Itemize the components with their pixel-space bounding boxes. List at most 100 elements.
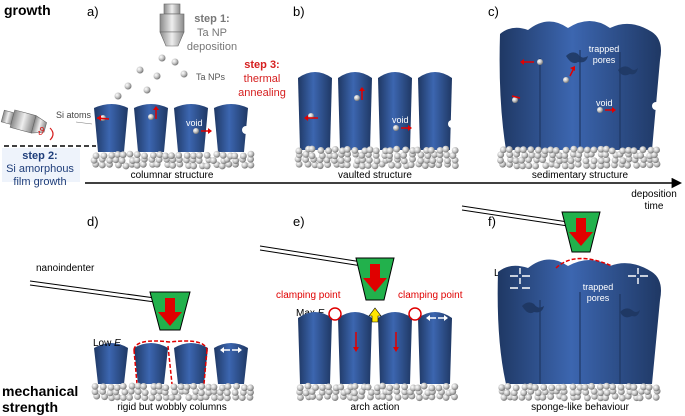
substrate-particle (652, 393, 660, 401)
substrate-particle (101, 393, 108, 401)
substrate-particle (141, 389, 149, 397)
substrate-particle (195, 157, 203, 164)
panel-d-letter: d) (87, 214, 99, 229)
substrate-particle (583, 394, 591, 402)
substrate-particle (247, 150, 255, 158)
panel-b-substrate (294, 145, 459, 170)
substrate-particle (556, 152, 563, 159)
substrate-particle (401, 388, 409, 396)
step3-title: step 3: (244, 59, 279, 71)
substrate-particle (368, 388, 375, 396)
panel-f-trapped-pores-2: pores (587, 293, 610, 303)
substrate-particle (503, 389, 511, 397)
substrate-particle (198, 383, 206, 390)
substrate-particle (177, 383, 185, 391)
substrate-particle (647, 146, 655, 154)
substrate-particle (119, 382, 127, 390)
substrate-particle (91, 382, 99, 390)
substrate-particle (541, 147, 549, 155)
panel-f-columns (497, 257, 661, 384)
panel-f-substrate (498, 382, 661, 402)
panel-c-void-label: void (596, 98, 613, 108)
substrate-particle (436, 146, 444, 154)
substrate-particle (325, 147, 333, 155)
substrate-particle (617, 383, 625, 391)
substrate-particle (213, 150, 221, 158)
substrate-particle (217, 394, 224, 401)
substrate-particle (388, 161, 396, 169)
substrate-particle (185, 394, 193, 401)
substrate-particle (451, 162, 459, 169)
substrate-particle (588, 382, 595, 390)
substrate-particle (141, 152, 148, 160)
si-atoms-label: Si atoms (56, 110, 92, 120)
substrate-particle (427, 146, 435, 154)
substrate-particle (520, 389, 528, 397)
substrate-particle (385, 394, 393, 402)
substrate-particle (133, 161, 141, 169)
substrate-particle (527, 146, 535, 154)
substrate-particle (531, 384, 539, 391)
panel-a-columns (94, 104, 250, 152)
substrate-particle (521, 383, 529, 391)
substrate-particle (429, 157, 437, 164)
substrate-particle (569, 389, 577, 397)
substrate-particle (583, 146, 591, 154)
substrate-particle (630, 383, 638, 391)
panel-a-caption: columnar structure (131, 170, 214, 181)
substrate-particle (231, 389, 239, 396)
falling-nanoparticles (114, 54, 188, 100)
panel-d-low-e: Low E (93, 338, 121, 349)
substrate-particle (591, 392, 598, 400)
substrate-particle (597, 162, 605, 170)
clamping-point-left: clamping point (276, 290, 341, 301)
substrate-particle (442, 145, 450, 153)
substrate-particle (504, 382, 512, 390)
substrate-particle (521, 151, 529, 159)
theta-arc (49, 127, 54, 141)
substrate-particle (443, 151, 451, 159)
panel-d-substrate (91, 382, 254, 402)
substrate-particle (128, 382, 136, 390)
panel-c-caption: sedimentary structure (532, 170, 629, 181)
substrate-particle (190, 162, 198, 170)
nanoindenter-cantilever-d (29, 280, 156, 303)
substrate-particle (198, 389, 205, 397)
panel-b-columns (298, 72, 456, 150)
substrate-particle (223, 389, 231, 397)
substrate-particle (127, 387, 135, 395)
substrate-particle (423, 146, 430, 154)
substrate-particle (646, 161, 654, 169)
substrate-particle (625, 146, 632, 154)
substrate-particle (295, 160, 303, 168)
substrate-particle (373, 384, 381, 392)
substrate-particle (618, 394, 626, 402)
substrate-particle (219, 384, 226, 392)
panel-b-caption: vaulted structure (338, 170, 412, 181)
step3-line1: thermal (244, 73, 281, 85)
substrate-particle (525, 393, 533, 401)
substrate-particle (574, 160, 582, 168)
substrate-particle (150, 382, 158, 390)
substrate-particle (567, 162, 575, 170)
substrate-particle (149, 151, 157, 159)
substrate-particle (122, 162, 130, 170)
substrate-particle (645, 383, 653, 391)
substrate-particle (247, 155, 255, 163)
panel-a-void-label: void (186, 118, 203, 128)
substrate-particle (602, 151, 609, 159)
substrate-particle (304, 382, 312, 390)
substrate-particle (499, 146, 507, 154)
panel-c-substrate (497, 145, 661, 170)
substrate-particle (312, 384, 319, 391)
substrate-particle (519, 162, 527, 170)
step2-title: step 2: (22, 150, 57, 162)
substrate-particle (631, 389, 639, 397)
substrate-particle (603, 389, 611, 397)
substrate-particle (652, 384, 660, 392)
panel-c-trapped-pores-2: pores (593, 55, 616, 65)
substrate-particle (233, 382, 240, 390)
substrate-particle (175, 151, 183, 159)
substrate-particle (92, 152, 100, 160)
